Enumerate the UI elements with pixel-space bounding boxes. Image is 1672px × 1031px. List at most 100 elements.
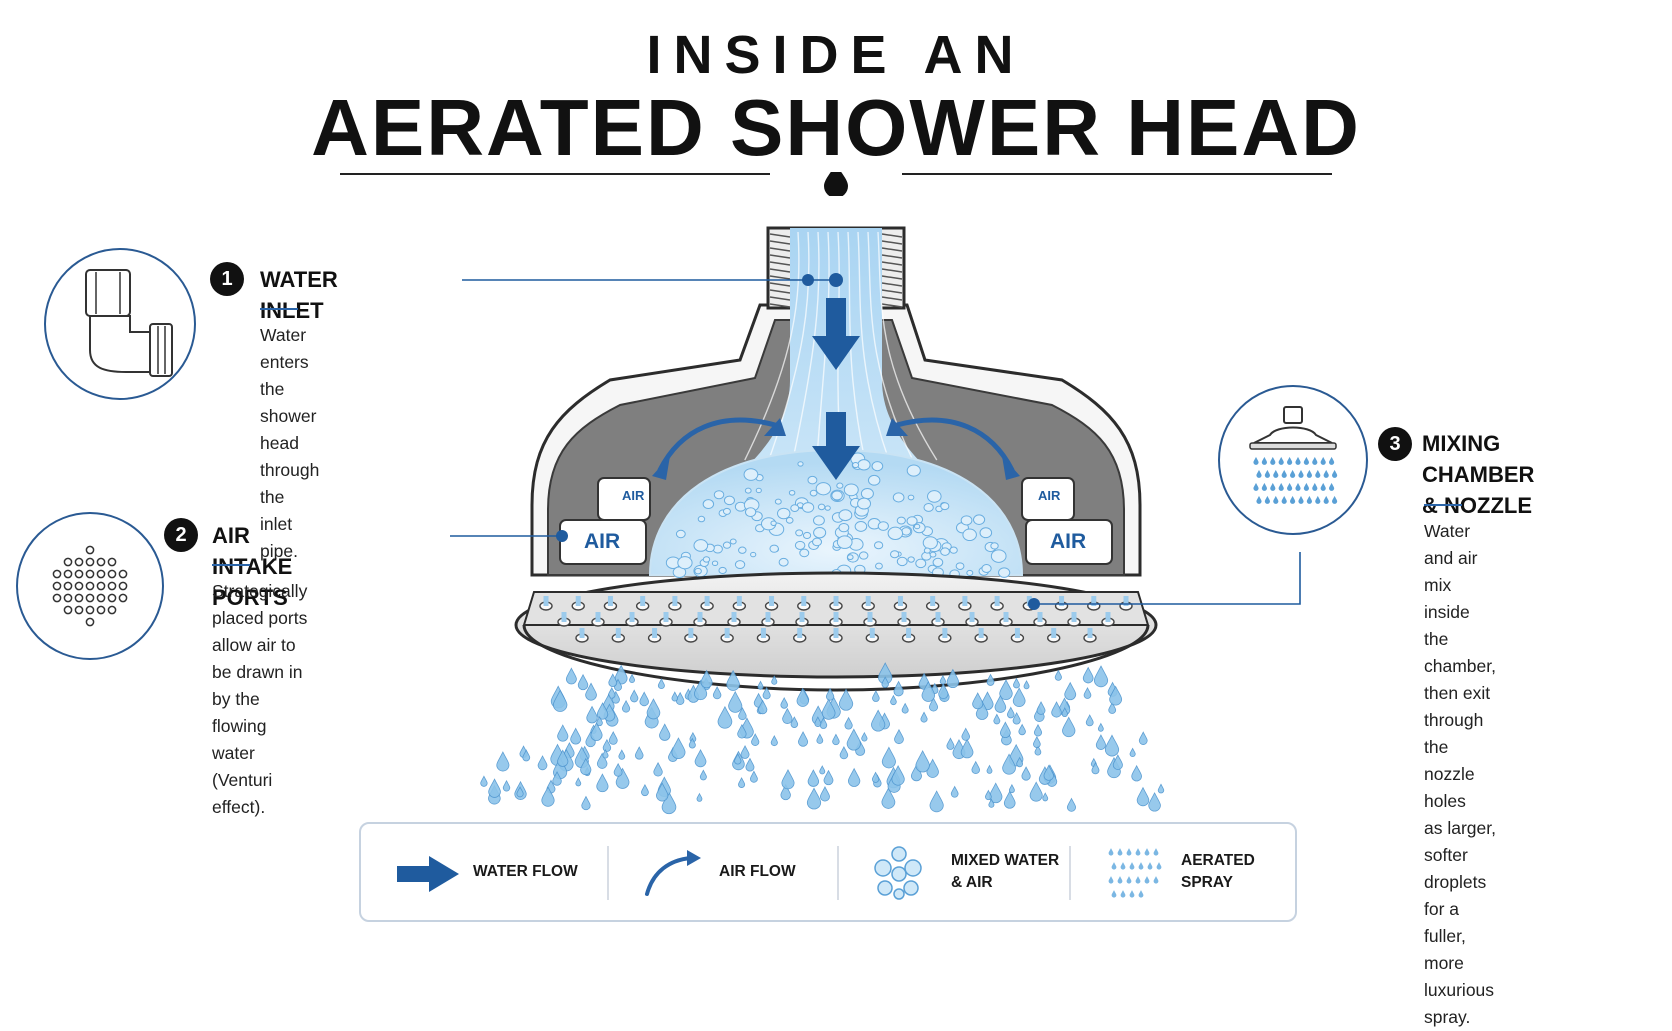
- port-hole: [107, 557, 117, 567]
- nozzle-stream: [1087, 628, 1093, 638]
- thread-line: [881, 275, 903, 280]
- spray-droplet: [1033, 723, 1043, 737]
- callout-1-number: 1: [210, 262, 244, 296]
- spray-droplet: [570, 727, 582, 745]
- spray-droplet: [726, 669, 740, 691]
- thread-line: [881, 240, 903, 245]
- callout-3-title: MIXING CHAMBER & NOZZLE: [1422, 431, 1535, 518]
- nozzle-stream: [595, 612, 601, 622]
- port-hole: [85, 581, 95, 591]
- nozzle-stream: [652, 628, 658, 638]
- bubble: [770, 520, 777, 526]
- spray-droplet: [737, 723, 747, 739]
- spray-droplet: [1138, 731, 1148, 745]
- nozzle-stream: [867, 612, 873, 622]
- spray-droplet: [950, 785, 959, 798]
- spray-droplet: [639, 691, 649, 707]
- bubble: [858, 551, 869, 560]
- spray-droplet: [1129, 862, 1135, 870]
- bubble: [949, 546, 958, 554]
- water-streak: [877, 231, 938, 461]
- bubble: [777, 507, 791, 520]
- spray-droplet: [807, 769, 820, 787]
- spray-droplet: [1129, 890, 1135, 898]
- spray-droplet: [1298, 495, 1304, 504]
- nozzle-stream: [579, 628, 585, 638]
- spray-droplet: [938, 683, 949, 699]
- spray-droplet: [1085, 714, 1094, 727]
- spray-droplet: [871, 709, 886, 732]
- spray-droplet: [981, 691, 994, 710]
- spray-droplet: [819, 765, 826, 775]
- bubble: [875, 562, 883, 570]
- nozzle-stream: [801, 596, 807, 606]
- nozzle-stream: [1051, 628, 1057, 638]
- spray-droplet: [557, 749, 569, 767]
- spray-droplet: [618, 749, 626, 760]
- bubble: [734, 560, 746, 570]
- spray-droplet: [988, 798, 995, 808]
- nozzle-stream: [1037, 612, 1043, 622]
- nozzle-stream: [1123, 596, 1129, 606]
- bubble: [838, 509, 853, 522]
- water-streak: [847, 231, 866, 461]
- spray-droplet: [488, 778, 501, 798]
- bubble: [929, 551, 937, 558]
- spray-droplet: [1157, 783, 1165, 794]
- port-hole: [74, 569, 84, 579]
- legend-separator: [607, 846, 609, 900]
- spray-droplet: [975, 700, 989, 720]
- bubble: [860, 488, 874, 500]
- spray-droplet: [999, 721, 1011, 738]
- spray-droplet: [596, 773, 609, 793]
- spray-droplet: [1138, 862, 1144, 870]
- nozzle-stream: [935, 612, 941, 622]
- spray-droplet: [1021, 766, 1031, 781]
- nozzle-stream: [543, 596, 549, 606]
- spray-droplet: [819, 717, 828, 729]
- spray-droplet: [1117, 876, 1123, 884]
- spray-droplet: [1256, 495, 1262, 504]
- spray-droplet: [780, 696, 788, 709]
- spray-droplet: [971, 760, 981, 775]
- spray-droplet: [1064, 681, 1077, 701]
- nozzle-stream: [663, 612, 669, 622]
- bubble: [940, 502, 950, 511]
- port-hole: [85, 569, 95, 579]
- bubble: [892, 492, 905, 503]
- spray-droplet: [881, 746, 896, 769]
- nozzle-stream: [978, 628, 984, 638]
- thread-line: [769, 233, 791, 238]
- spray-droplet: [929, 790, 944, 813]
- title-divider: [340, 172, 1332, 196]
- port-hole: [85, 617, 95, 627]
- port-hole: [118, 581, 128, 591]
- spray-droplet: [1034, 744, 1042, 756]
- bubble: [887, 526, 904, 540]
- spray-droplet: [1108, 876, 1114, 884]
- spray-droplet: [629, 673, 636, 683]
- bubble: [799, 548, 810, 558]
- mixed-bubbles: [665, 452, 1011, 579]
- bubble: [901, 527, 912, 536]
- spray-droplet: [1144, 876, 1150, 884]
- spray-droplet: [608, 673, 618, 687]
- port-hole: [74, 605, 84, 615]
- legend-separator: [837, 846, 839, 900]
- spray-droplet: [1253, 456, 1259, 465]
- bubble: [794, 540, 806, 550]
- spray-droplet: [920, 711, 928, 723]
- small-air-label-right: AIR: [1038, 488, 1061, 503]
- bubble: [694, 567, 702, 575]
- nozzle-stream: [607, 596, 613, 606]
- spray-droplet: [590, 722, 603, 741]
- spray-droplet: [1054, 669, 1062, 681]
- port-hole: [52, 593, 62, 603]
- nozzle-stream: [615, 628, 621, 638]
- bubble: [838, 522, 850, 533]
- spray-droplet: [915, 750, 930, 773]
- bubble: [723, 495, 735, 506]
- spray-droplet: [1111, 890, 1117, 898]
- spray-droplet: [671, 737, 686, 759]
- spray-droplet: [1148, 792, 1161, 812]
